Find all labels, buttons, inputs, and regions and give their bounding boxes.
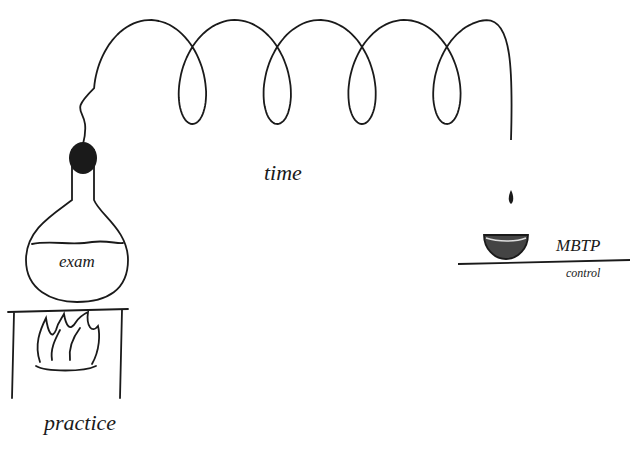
node-text: exam: [59, 252, 95, 272]
bowl-node: MBTP control: [458, 140, 630, 290]
free-label: practice: [44, 410, 116, 436]
stand-top: [8, 309, 128, 312]
flask-node: exam: [22, 140, 132, 305]
node-text: MBTP: [556, 236, 600, 256]
coil-tube: [80, 20, 512, 144]
shelf-line: [458, 260, 630, 264]
bowl-rim: [486, 238, 526, 241]
stopper-knot: [69, 142, 97, 174]
stand-leg: [120, 310, 122, 398]
flame: [38, 312, 100, 364]
bowl-outline: [458, 140, 630, 290]
drop: [509, 190, 514, 204]
liquid-line: [32, 241, 123, 244]
flame: [52, 328, 80, 360]
bowl: [484, 235, 528, 259]
flask-body: [26, 150, 128, 302]
node-text: control: [566, 266, 600, 281]
stand-leg: [12, 313, 14, 398]
edge-label: time: [262, 160, 304, 186]
burner: [36, 366, 96, 371]
flask-outline: [22, 140, 132, 305]
